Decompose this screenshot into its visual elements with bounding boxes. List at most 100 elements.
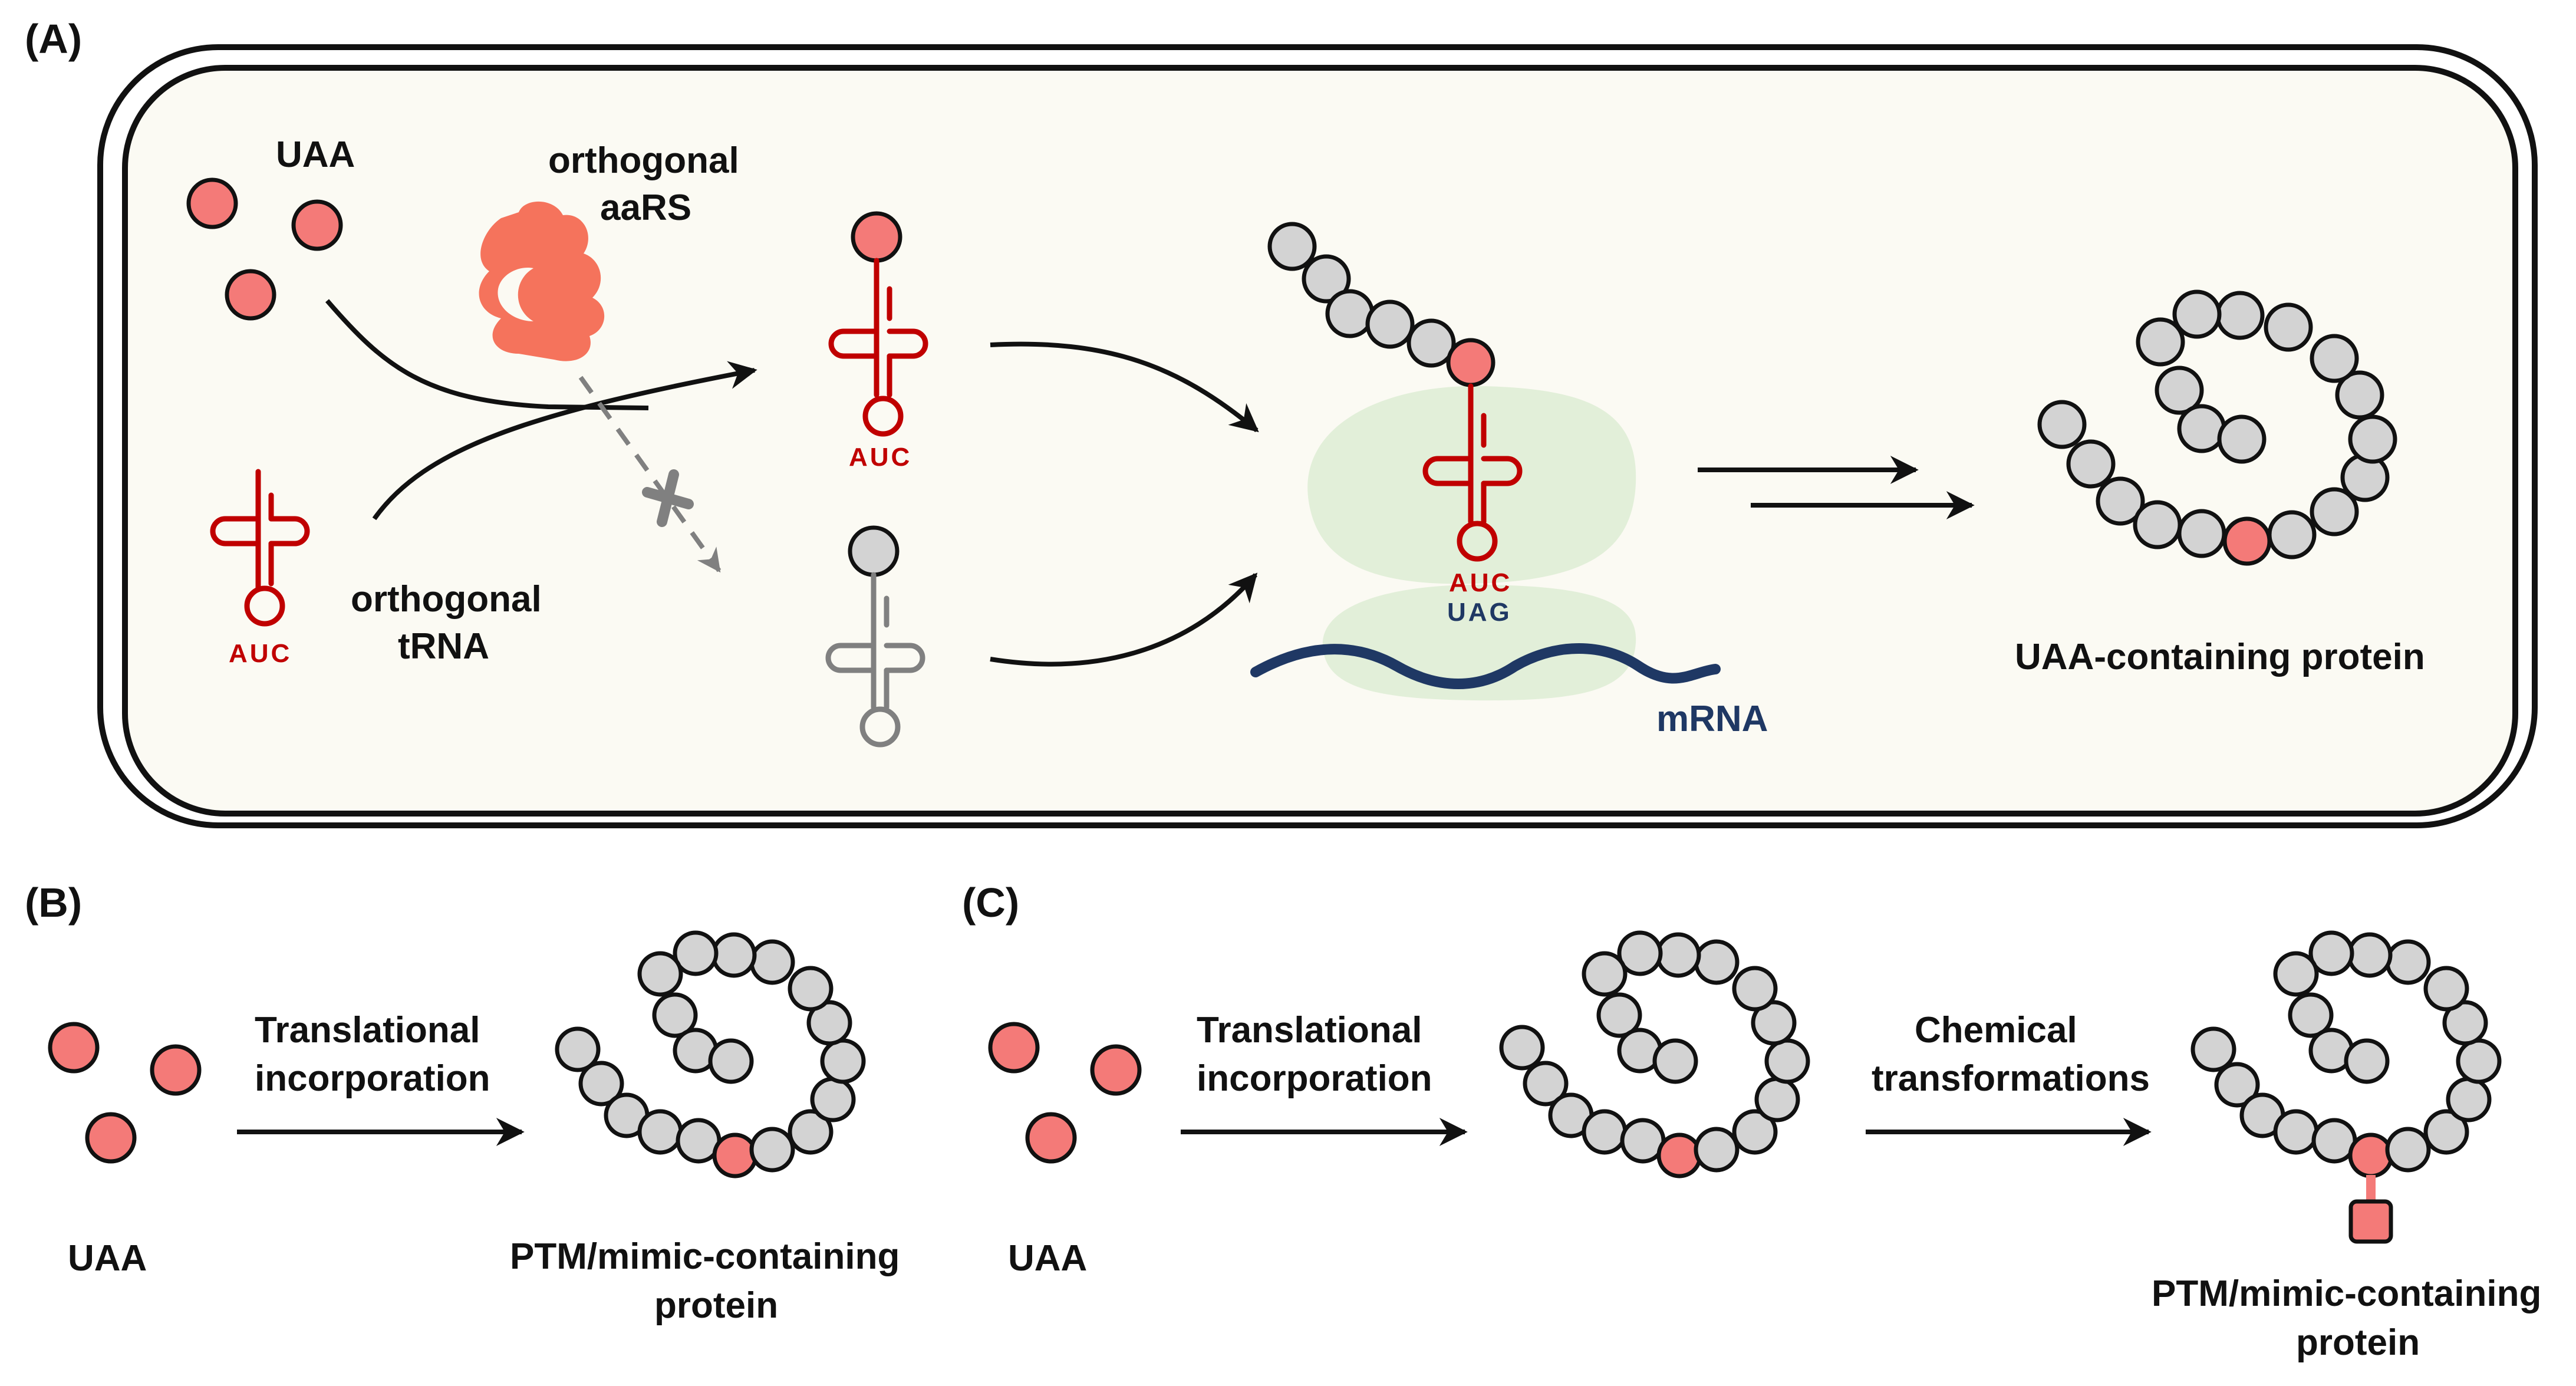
panel-label-a: (A) xyxy=(25,16,82,62)
residue xyxy=(806,1000,852,1046)
uaa-molecule xyxy=(225,269,276,321)
uaa-protein-b xyxy=(555,930,866,1178)
residue xyxy=(673,930,719,976)
residue xyxy=(749,939,795,985)
residue xyxy=(555,1026,601,1072)
ptm-modification xyxy=(2348,1175,2393,1244)
residue xyxy=(1732,966,1778,1012)
uaa-molecule xyxy=(291,199,343,251)
residue xyxy=(1732,1109,1778,1155)
panel-b-uaa-group xyxy=(48,1022,202,1164)
panel-c-uaa-group xyxy=(988,1022,1142,1164)
charged-trna-icon xyxy=(828,211,928,437)
residue xyxy=(2385,939,2431,985)
residue xyxy=(2136,317,2185,367)
enzyme-blob-icon xyxy=(479,201,605,361)
orthogonal-trna-icon xyxy=(210,469,310,627)
natural-amino-acid xyxy=(848,525,900,577)
cross-mark-icon xyxy=(642,469,694,527)
panel-b-uaa-label: UAA xyxy=(68,1238,147,1279)
residue xyxy=(1656,1132,1702,1178)
residue xyxy=(2217,414,2267,464)
residue xyxy=(2214,1062,2260,1108)
residue xyxy=(788,1109,834,1155)
ribosome-bound-trna-icon xyxy=(1422,383,1523,562)
residue xyxy=(1751,1000,1797,1046)
charged-to-ribosome-arrow xyxy=(990,341,1259,433)
free-uaa-group xyxy=(186,177,343,321)
residue xyxy=(2222,516,2272,566)
residue xyxy=(2190,1026,2236,1072)
residue xyxy=(1694,939,1740,985)
residue xyxy=(712,1132,758,1178)
uaa-molecule xyxy=(186,177,238,229)
uaa-molecule xyxy=(851,211,902,263)
residue xyxy=(788,966,834,1012)
residue xyxy=(1764,1038,1810,1084)
residue xyxy=(637,951,683,997)
residue xyxy=(2308,930,2354,976)
panel-c-product-line2: protein xyxy=(2296,1322,2420,1363)
endogenous-to-ribosome-arrow xyxy=(990,572,1258,667)
panel-b-step-line1: Translational xyxy=(255,1010,480,1051)
residue xyxy=(1523,1061,1569,1107)
aars-label-line2: aaRS xyxy=(600,187,691,228)
residue xyxy=(2066,439,2116,489)
residue xyxy=(2442,1000,2488,1046)
uaa-molecule xyxy=(48,1022,100,1074)
residue xyxy=(2385,1127,2431,1173)
uaa-label: UAA xyxy=(276,134,355,175)
charging-arrows xyxy=(325,299,757,521)
residue xyxy=(2096,476,2145,526)
cell-inner-membrane xyxy=(122,65,2518,817)
uaa-molecule xyxy=(1090,1044,1142,1096)
ptm-group-square xyxy=(2348,1199,2393,1244)
uaa-molecule xyxy=(150,1044,202,1096)
residue xyxy=(2456,1038,2502,1084)
residue xyxy=(1582,951,1628,997)
residue xyxy=(2155,366,2204,415)
residue xyxy=(1596,992,1642,1038)
residue xyxy=(2267,510,2317,559)
residue xyxy=(2177,509,2226,558)
ptm-linker xyxy=(2366,1175,2376,1204)
panel-c-product-line1: PTM/mimic-containing xyxy=(2152,1273,2541,1314)
uaa-molecule xyxy=(1025,1112,1077,1164)
codon-label: UAG xyxy=(1447,598,1512,627)
mrna-label: mRNA xyxy=(1656,699,1768,739)
uaa-protein-c-intermediate xyxy=(1499,930,1810,1178)
uaa-molecule xyxy=(988,1022,1040,1074)
to-ribosome-arrows xyxy=(990,341,1259,667)
panel-c-step2-line2: transformations xyxy=(1872,1058,2150,1099)
cell xyxy=(97,44,2538,828)
residue xyxy=(2264,302,2313,352)
elongation-arrows xyxy=(1698,456,1975,519)
panel-b-product-line1: PTM/mimic-containing xyxy=(510,1236,900,1277)
mrna-strand xyxy=(1250,643,1721,689)
residue xyxy=(2273,1109,2319,1155)
residue xyxy=(2273,951,2319,997)
residue xyxy=(1267,222,1317,271)
residue xyxy=(2215,291,2265,340)
trna-label-line1: orthogonal xyxy=(351,579,542,620)
anticodon-label-left: AUC xyxy=(229,639,292,668)
panel-c-step1-line2: incorporation xyxy=(1197,1058,1432,1099)
panel-c-uaa-label: UAA xyxy=(1008,1238,1087,1279)
uaa-to-charging-arrow xyxy=(325,299,649,410)
trna-label-line2: tRNA xyxy=(398,626,489,667)
residue xyxy=(637,1109,683,1155)
uaa-molecule xyxy=(85,1112,137,1164)
aars-label-line1: orthogonal xyxy=(548,140,739,181)
anticodon-label-ribosome: AUC xyxy=(1449,568,1512,597)
residue xyxy=(749,1127,795,1173)
residue xyxy=(1365,299,1415,349)
residue xyxy=(2347,932,2393,978)
residue xyxy=(711,932,757,978)
blocked-pathway xyxy=(578,376,722,573)
residue xyxy=(1754,1076,1800,1122)
panel-c-step1-line1: Translational xyxy=(1197,1010,1422,1051)
trna-to-charging-arrow xyxy=(372,361,757,521)
nascent-peptide xyxy=(1267,222,1495,387)
residue xyxy=(652,992,698,1038)
